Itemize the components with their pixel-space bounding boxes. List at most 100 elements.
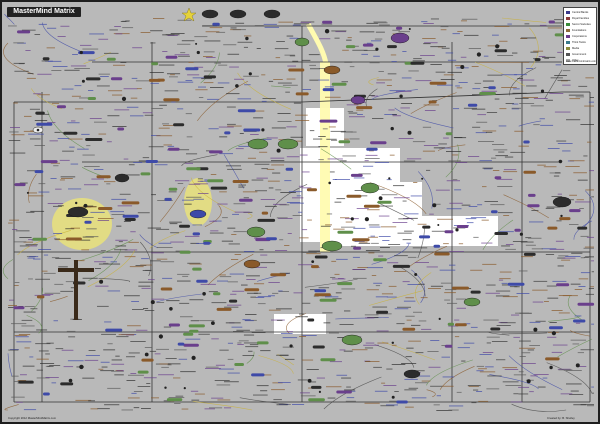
label-mark-9	[482, 263, 497, 265]
label-mark-1008	[310, 381, 317, 383]
dot-18	[390, 126, 394, 131]
label-mark-163	[212, 220, 222, 222]
label-mark-311	[256, 48, 261, 49]
label-mark-1183	[578, 286, 586, 287]
label-mark-1256	[349, 66, 355, 68]
hub-node-16	[114, 173, 130, 183]
label-mark-342	[569, 394, 584, 395]
label-mark-831	[428, 288, 441, 289]
label-mark-1389	[247, 157, 256, 159]
label-mark-267	[128, 241, 139, 243]
legend-item: Corporations	[566, 34, 596, 39]
label-mark-475	[257, 296, 271, 298]
node-pill-158	[157, 78, 165, 82]
label-mark-929	[239, 133, 244, 134]
label-mark-69	[376, 79, 392, 81]
node-pill-69	[17, 30, 31, 34]
label-mark-1232	[282, 84, 298, 86]
label-mark-466	[577, 366, 587, 367]
label-mark-527	[542, 56, 556, 58]
label-mark-236	[279, 239, 284, 241]
label-mark-762	[498, 151, 505, 153]
label-mark-481	[540, 124, 554, 126]
label-mark-72	[208, 291, 218, 293]
label-mark-67	[445, 52, 454, 54]
label-mark-254	[530, 105, 544, 107]
label-mark-1361	[308, 54, 320, 56]
label-mark-351	[203, 82, 214, 84]
link-line-71	[31, 287, 43, 312]
label-mark-1398	[513, 393, 519, 395]
label-mark-1329	[301, 359, 314, 361]
dot-35	[150, 300, 155, 305]
hub-node-15	[189, 209, 207, 219]
label-mark-760	[33, 93, 41, 95]
label-mark-406	[522, 363, 536, 364]
link-line-47	[503, 194, 549, 219]
label-mark-775	[177, 81, 194, 83]
dot-51	[407, 130, 412, 135]
node-pill-114	[56, 105, 66, 109]
label-mark-28	[448, 325, 459, 327]
label-mark-105	[59, 179, 65, 181]
label-mark-304	[378, 255, 384, 257]
label-mark-1336	[415, 80, 432, 82]
label-mark-542	[513, 374, 527, 376]
label-mark-600	[249, 344, 259, 346]
node-pill-80	[203, 75, 216, 79]
dot-29	[558, 159, 563, 164]
label-mark-1025	[138, 285, 151, 287]
dot-33	[414, 273, 418, 276]
node-pill-109	[494, 176, 502, 180]
label-mark-956	[216, 31, 226, 33]
legend-item: Secret Societies	[566, 22, 596, 27]
node-pill-20	[63, 131, 78, 135]
dot-2	[307, 378, 312, 383]
label-mark-11	[336, 198, 346, 200]
label-mark-452	[292, 215, 303, 216]
node-pill-29	[336, 390, 352, 394]
node-pill-148	[295, 92, 309, 96]
label-mark-1109	[104, 404, 120, 406]
label-mark-492	[262, 98, 276, 99]
label-mark-349	[512, 103, 519, 105]
label-mark-1299	[584, 105, 594, 107]
label-mark-1330	[589, 170, 594, 172]
label-mark-1065	[468, 385, 479, 387]
label-mark-325	[403, 300, 416, 302]
label-mark-1167	[585, 189, 594, 191]
link-line-74	[509, 67, 537, 96]
label-mark-978	[227, 168, 242, 170]
label-mark-1250	[525, 244, 536, 246]
node-pill-70	[179, 224, 190, 228]
label-mark-369	[295, 114, 308, 116]
label-mark-350	[566, 370, 582, 371]
label-mark-581	[19, 237, 32, 238]
label-mark-184	[111, 363, 125, 365]
label-mark-302	[168, 397, 185, 398]
label-mark-1371	[158, 127, 170, 129]
label-mark-1304	[177, 43, 191, 45]
label-mark-887	[527, 349, 535, 351]
label-mark-21	[210, 174, 217, 175]
label-mark-903	[231, 259, 239, 260]
dot-13	[364, 217, 369, 222]
label-mark-597	[333, 228, 345, 230]
node-pill-73	[363, 204, 380, 208]
label-mark-218	[577, 352, 584, 354]
label-mark-839	[412, 60, 425, 62]
dot-57	[328, 181, 332, 185]
label-mark-584	[233, 231, 247, 233]
label-mark-390	[97, 305, 109, 307]
label-mark-1006	[205, 368, 221, 369]
label-mark-1294	[210, 230, 219, 232]
label-mark-563	[335, 292, 342, 294]
label-mark-917	[430, 46, 446, 48]
label-mark-47	[268, 187, 274, 189]
label-mark-1312	[59, 159, 70, 161]
label-mark-529	[483, 55, 489, 57]
label-mark-980	[86, 228, 97, 230]
label-mark-1387	[574, 315, 582, 317]
link-line-68	[414, 272, 432, 305]
label-mark-682	[455, 162, 468, 163]
